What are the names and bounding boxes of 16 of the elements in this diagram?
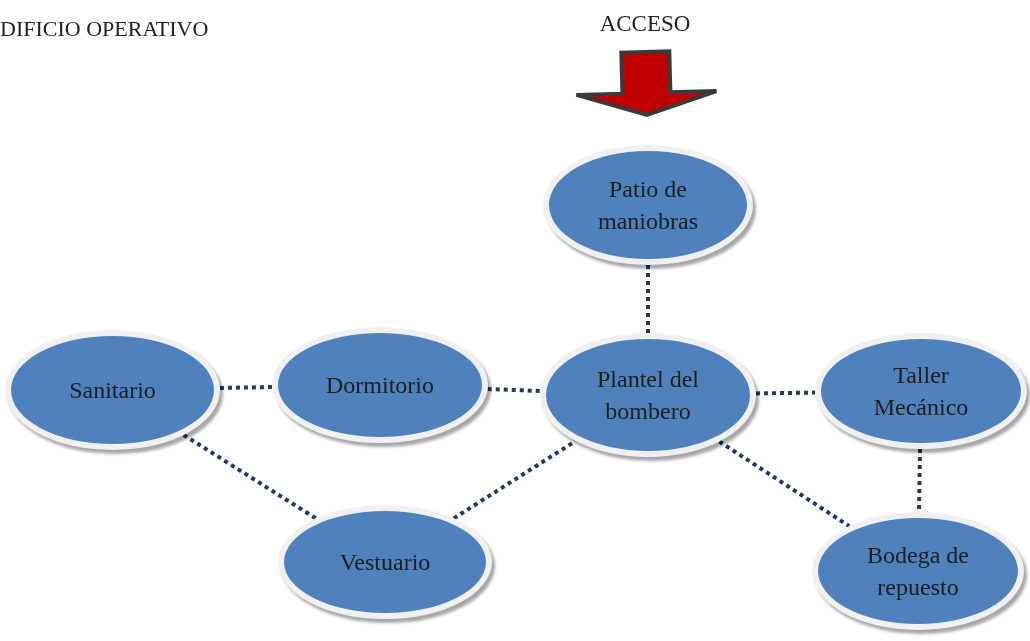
- dotted-connector: [219, 385, 273, 390]
- area-ellipse: Taller Mecánico: [815, 333, 1027, 449]
- dotted-connector: [718, 439, 851, 528]
- dotted-connector: [452, 439, 577, 520]
- area-ellipse: Plantel del bombero: [540, 333, 756, 457]
- dotted-connector: [755, 390, 816, 396]
- dotted-connector: [182, 433, 318, 521]
- area-ellipse: Sanitario: [5, 330, 220, 450]
- dotted-connector: [646, 265, 650, 333]
- area-ellipse: Bodega de repuesto: [812, 512, 1024, 630]
- block-arrow: [574, 49, 719, 118]
- diagram-title: DIFICIO OPERATIVO: [0, 15, 209, 43]
- area-ellipse: Vestuario: [278, 505, 492, 619]
- dotted-connector: [487, 387, 541, 393]
- area-ellipse: Dormitorio: [272, 327, 488, 443]
- area-ellipse: Patio de maniobras: [543, 145, 753, 265]
